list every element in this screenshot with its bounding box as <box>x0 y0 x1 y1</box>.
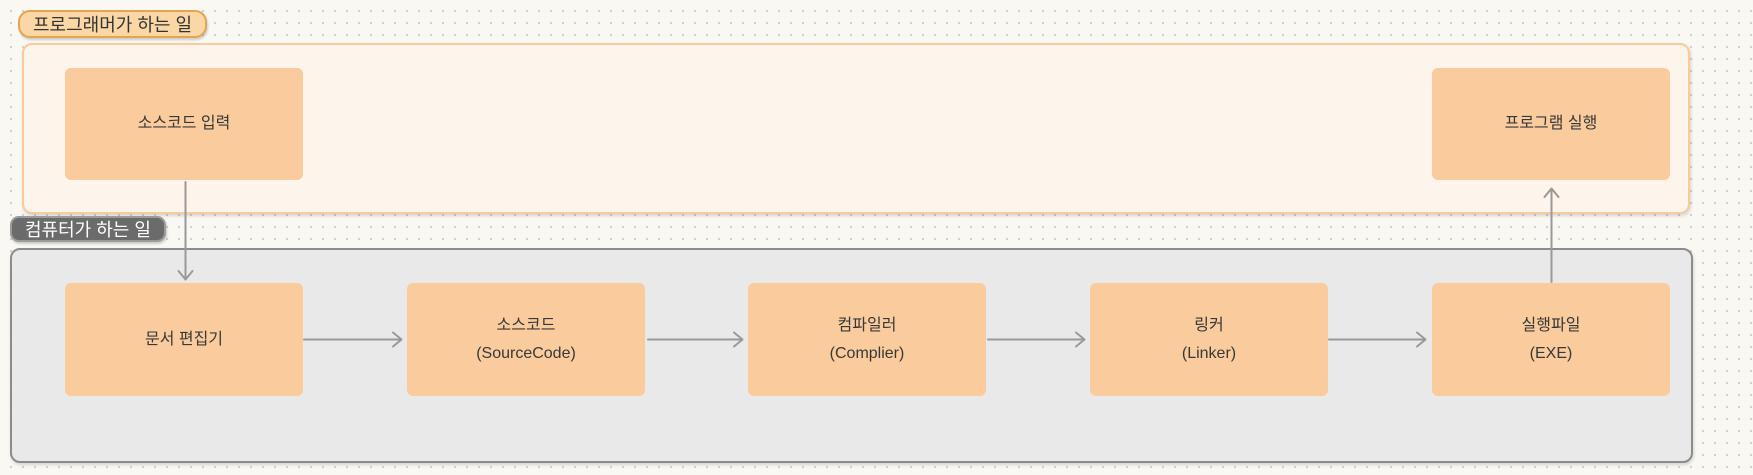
node-linker-label-ko: 링커 <box>1194 317 1224 335</box>
programmer-group-container[interactable]: 소스코드 입력 프로그램 실행 <box>22 43 1690 214</box>
node-compiler-label-ko: 컴파일러 <box>837 317 897 335</box>
node-source-code-label-en: (SourceCode) <box>476 344 576 362</box>
computer-group-label-text: 컴퓨터가 하는 일 <box>25 220 151 240</box>
computer-group-label[interactable]: 컴퓨터가 하는 일 <box>10 216 166 242</box>
node-source-code[interactable]: 소스코드 (SourceCode) <box>407 283 645 396</box>
node-source-code-label-ko: 소스코드 <box>496 317 556 335</box>
node-linker-label-en: (Linker) <box>1181 344 1237 362</box>
computer-group-container[interactable]: 문서 편집기 소스코드 (SourceCode) 컴파일러 (Complier)… <box>10 248 1693 463</box>
node-document-editor-label: 문서 편집기 <box>144 330 224 348</box>
node-program-run[interactable]: 프로그램 실행 <box>1432 68 1670 180</box>
node-compiler-label-en: (Complier) <box>829 344 905 362</box>
node-source-code-input[interactable]: 소스코드 입력 <box>65 68 303 180</box>
node-compiler[interactable]: 컴파일러 (Complier) <box>748 283 986 396</box>
programmer-group-label[interactable]: 프로그래머가 하는 일 <box>18 10 208 38</box>
node-executable-file-label-ko: 실행파일 <box>1521 317 1581 335</box>
programmer-group-label-text: 프로그래머가 하는 일 <box>33 15 193 35</box>
node-document-editor[interactable]: 문서 편집기 <box>65 283 303 396</box>
node-linker[interactable]: 링커 (Linker) <box>1090 283 1328 396</box>
node-program-run-label: 프로그램 실행 <box>1504 115 1598 133</box>
node-executable-file-label-en: (EXE) <box>1529 344 1573 362</box>
node-executable-file[interactable]: 실행파일 (EXE) <box>1432 283 1670 396</box>
node-source-code-input-label: 소스코드 입력 <box>137 115 231 133</box>
